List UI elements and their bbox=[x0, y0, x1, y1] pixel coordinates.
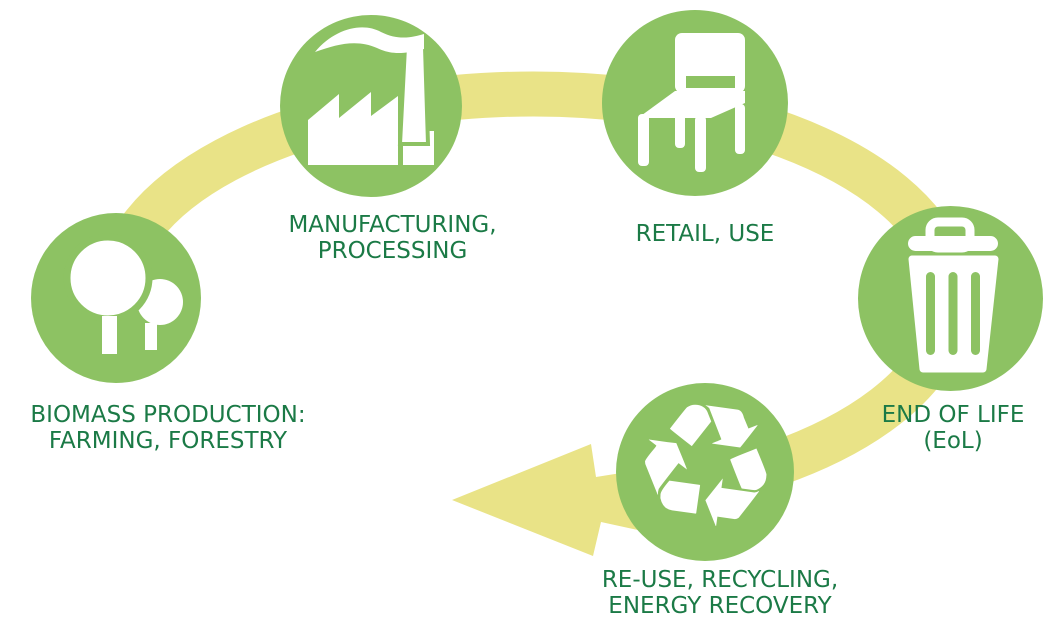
trash-lid bbox=[908, 236, 998, 251]
trash-rib-slot bbox=[948, 272, 958, 355]
trash-rib-slot bbox=[926, 272, 935, 355]
label-reuse-recycling: RE-USE, RECYCLING, ENERGY RECOVERY bbox=[565, 567, 875, 619]
label-line: FARMING, FORESTRY bbox=[48, 428, 288, 454]
chair-leg bbox=[695, 116, 706, 172]
label-retail-use: RETAIL, USE bbox=[600, 221, 810, 247]
chair-seat bbox=[638, 91, 745, 118]
lifecycle-arrow-band bbox=[93, 71, 973, 518]
label-line: RE-USE, RECYCLING, bbox=[601, 567, 839, 593]
label-line: ENERGY RECOVERY bbox=[608, 593, 832, 619]
recycle-icon: ♻ bbox=[616, 359, 794, 574]
label-biomass-production: BIOMASS PRODUCTION: FARMING, FORESTRY bbox=[0, 402, 336, 454]
lifecycle-arrowhead bbox=[452, 444, 656, 556]
trees-icon bbox=[31, 213, 201, 383]
chair-leg bbox=[675, 114, 685, 148]
chair-leg bbox=[735, 104, 745, 154]
chair-icon bbox=[602, 10, 788, 196]
label-line: MANUFACTURING, bbox=[288, 212, 497, 238]
label-line: PROCESSING bbox=[317, 238, 468, 264]
factory-smoke bbox=[315, 27, 424, 54]
chair-leg bbox=[638, 114, 649, 166]
label-line: BIOMASS PRODUCTION: bbox=[30, 402, 306, 428]
factory-building bbox=[308, 92, 398, 165]
label-manufacturing: MANUFACTURING, PROCESSING bbox=[250, 212, 535, 264]
recycle-arrows-icon: ♻ bbox=[617, 358, 795, 574]
big-tree-crown bbox=[63, 233, 153, 323]
label-line: (EoL) bbox=[923, 428, 983, 454]
trash-icon bbox=[858, 206, 1043, 391]
label-line: RETAIL, USE bbox=[635, 221, 775, 247]
small-tree-trunk bbox=[145, 323, 157, 350]
chair-backrest-slot bbox=[686, 76, 735, 88]
big-tree-trunk bbox=[102, 316, 117, 354]
trash-rib-slot bbox=[971, 272, 980, 355]
factory-icon bbox=[280, 15, 462, 197]
label-line: END OF LIFE bbox=[881, 402, 1025, 428]
label-end-of-life: END OF LIFE (EoL) bbox=[845, 402, 1061, 454]
factory-chimney bbox=[397, 45, 431, 146]
